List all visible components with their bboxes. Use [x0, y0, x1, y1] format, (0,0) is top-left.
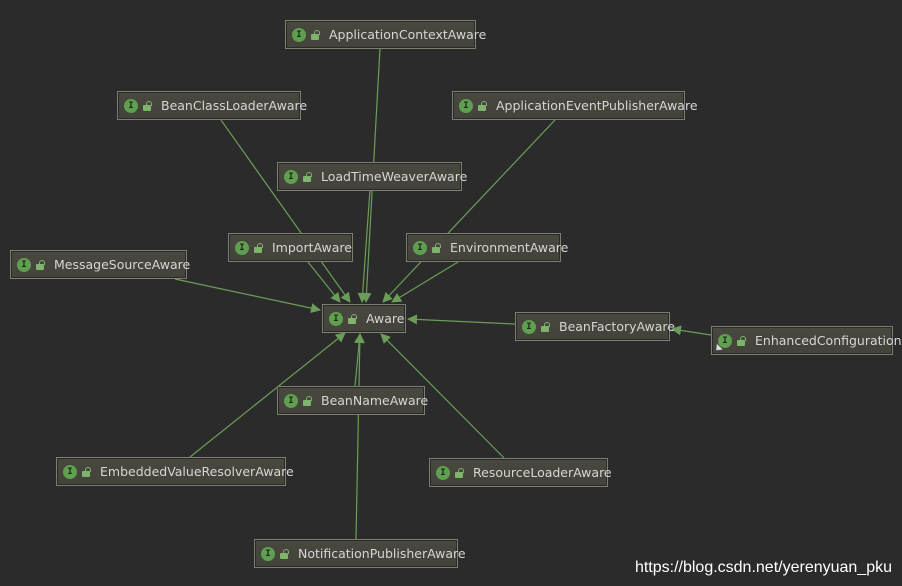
- node-label: EnvironmentAware: [450, 240, 569, 255]
- public-lock-icon: [541, 321, 550, 332]
- edge-BeanClassLoaderAware-to-Aware: [220, 119, 351, 303]
- node-label: ApplicationEventPublisherAware: [496, 98, 698, 113]
- interface-icon: I: [63, 464, 77, 479]
- public-lock-icon: [280, 548, 289, 559]
- interface-icon: I: [522, 319, 536, 334]
- interface-icon: I: [261, 546, 275, 561]
- interface-icon: I: [436, 465, 450, 480]
- edge-NotificationPublisherAware-to-Aware: [354, 333, 365, 540]
- public-lock-icon: [348, 313, 357, 324]
- public-lock-icon: [455, 467, 464, 478]
- node-label: EnhancedConfiguration: [755, 333, 902, 348]
- node-label: ResourceLoaderAware: [473, 465, 612, 480]
- edge-EmbeddedValueResolverAware-to-Aware: [189, 332, 346, 458]
- interface-icon: I: [459, 98, 473, 113]
- node-EmbeddedValueResolverAware[interactable]: I EmbeddedValueResolverAware: [56, 457, 294, 486]
- node-label: ApplicationContextAware: [329, 27, 487, 42]
- interface-icon: I: [292, 27, 306, 42]
- node-BeanFactoryAware[interactable]: I BeanFactoryAware: [515, 312, 675, 341]
- interface-icon: I: [284, 169, 298, 184]
- node-Aware[interactable]: I Aware: [322, 304, 406, 333]
- node-EnvironmentAware[interactable]: I EnvironmentAware: [406, 233, 568, 262]
- inherited-arrow-icon: [713, 343, 723, 353]
- node-LoadTimeWeaverAware[interactable]: I LoadTimeWeaverAware: [277, 162, 467, 191]
- interface-icon: I: [17, 257, 31, 272]
- edge-ImportAware-to-Aware: [307, 261, 341, 303]
- node-label: Aware: [366, 311, 405, 326]
- interface-icon: I: [413, 240, 427, 255]
- edge-EnvironmentAware-to-Aware: [391, 261, 459, 303]
- public-lock-icon: [36, 259, 45, 270]
- node-NotificationPublisherAware[interactable]: I NotificationPublisherAware: [254, 539, 466, 568]
- watermark: https://blog.csdn.net/yerenyuan_pku: [634, 559, 892, 576]
- public-lock-icon: [82, 466, 91, 477]
- public-lock-icon: [432, 242, 441, 253]
- public-lock-icon: [311, 29, 320, 40]
- interface-icon: I: [329, 311, 343, 326]
- public-lock-icon: [737, 335, 746, 346]
- edge-MessageSourceAware-to-Aware: [174, 278, 321, 314]
- edge-EnhancedConfiguration-to-BeanFactoryAware: [671, 325, 712, 336]
- node-EnhancedConfiguration[interactable]: I EnhancedConfiguration: [711, 326, 902, 355]
- node-label: EmbeddedValueResolverAware: [100, 464, 294, 479]
- node-ImportAware[interactable]: I ImportAware: [228, 233, 353, 262]
- public-lock-icon: [478, 100, 487, 111]
- interface-icon: I: [284, 393, 298, 408]
- interface-icon: I: [124, 98, 138, 113]
- edge-BeanFactoryAware-to-Aware: [407, 314, 516, 325]
- node-ApplicationContextAware[interactable]: I ApplicationContextAware: [285, 20, 486, 49]
- public-lock-icon: [303, 171, 312, 182]
- node-label: ImportAware: [272, 240, 352, 255]
- edge-LoadTimeWeaverAware-to-Aware: [357, 189, 371, 303]
- node-ResourceLoaderAware[interactable]: I ResourceLoaderAware: [429, 458, 612, 487]
- interface-icon: I: [235, 240, 249, 255]
- public-lock-icon: [254, 242, 263, 253]
- public-lock-icon: [143, 100, 152, 111]
- node-label: BeanFactoryAware: [559, 319, 675, 334]
- interface-icon: I: [713, 333, 732, 353]
- node-label: BeanClassLoaderAware: [161, 98, 308, 113]
- node-label: NotificationPublisherAware: [298, 546, 466, 561]
- edge-ResourceLoaderAware-to-Aware: [380, 333, 505, 459]
- node-BeanNameAware[interactable]: I BeanNameAware: [277, 386, 429, 415]
- node-label: LoadTimeWeaverAware: [321, 169, 468, 184]
- node-label: BeanNameAware: [321, 393, 429, 408]
- node-MessageSourceAware[interactable]: I MessageSourceAware: [10, 250, 191, 279]
- node-ApplicationEventPublisherAware[interactable]: I ApplicationEventPublisherAware: [452, 91, 698, 120]
- node-BeanClassLoaderAware[interactable]: I BeanClassLoaderAware: [117, 91, 307, 120]
- public-lock-icon: [303, 395, 312, 406]
- edge-ApplicationEventPublisherAware-to-Aware: [382, 119, 556, 303]
- node-label: MessageSourceAware: [54, 257, 191, 272]
